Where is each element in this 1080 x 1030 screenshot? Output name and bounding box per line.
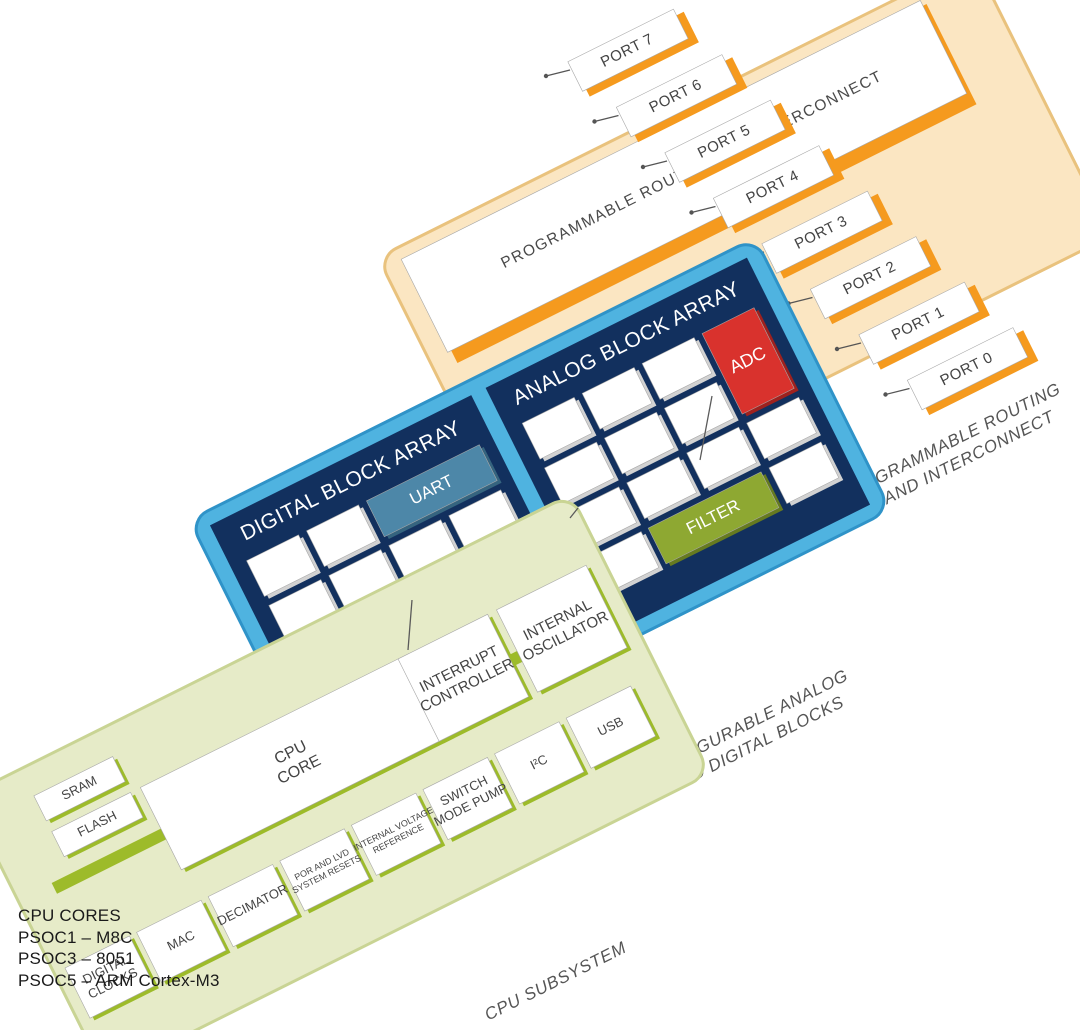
peripheral-block-6 (494, 721, 589, 807)
port-link (788, 296, 813, 305)
analog-cell (521, 397, 597, 462)
port-port-4: PORT 4 (712, 145, 845, 234)
port-link (642, 160, 668, 168)
analog-cell (686, 426, 761, 492)
cpu-core-psoc3: PSOC3 – 8051 (18, 949, 135, 968)
peripheral-label-6-line1: I²C (528, 751, 550, 772)
digital-cell (306, 504, 381, 569)
port-port-6: PORT 6 (615, 54, 748, 143)
digital-cell (246, 534, 321, 599)
flash-block (51, 791, 148, 859)
port-link (545, 69, 571, 77)
port-port-0: PORT 0 (906, 327, 1039, 416)
port-port-7: PORT 7 (567, 8, 699, 97)
peripheral-block-3 (279, 828, 374, 914)
peripheral-block-1 (136, 899, 231, 985)
port-link (594, 114, 619, 123)
port-link (836, 342, 862, 350)
section-link (407, 599, 413, 651)
uart-block (366, 444, 502, 539)
analog-cell (604, 411, 679, 477)
cpu-subsystem-section: CPUCOREFLASHSRAMINTERRUPTCONTROLLERINTER… (0, 499, 705, 1030)
port-port-3: PORT 3 (761, 190, 893, 279)
peripheral-block-5 (422, 757, 517, 842)
peripheral-block-4 (350, 792, 446, 878)
peripheral-block-0 (64, 935, 159, 1021)
cpu-cores-heading: CPU CORES (18, 906, 121, 925)
analog-cell (768, 441, 844, 506)
analog-cell (626, 456, 702, 521)
analog-cell (544, 441, 619, 507)
cpu-core-psoc1: PSOC1 – M8C (18, 927, 133, 947)
filter-block (647, 471, 784, 567)
port-link (691, 205, 716, 214)
analog-cell (746, 396, 821, 462)
peripheral-block-7 (565, 685, 661, 771)
analog-adc-block (701, 307, 799, 417)
section-link (699, 395, 713, 461)
cpu-caption: CPU SUBSYSTEM (482, 938, 630, 1025)
port-link (885, 387, 910, 396)
section-link (569, 507, 579, 519)
cpu-cores-list: CPU CORES PSOC1 – M8C PSOC3 – 8051 PSOC5… (18, 905, 220, 991)
sram-block (33, 756, 130, 824)
port-port-2: PORT 2 (809, 236, 942, 325)
analog-cell (641, 337, 717, 402)
cpu-core-psoc5: PSOC5 – ARM Cortex-M3 (18, 970, 220, 990)
analog-cell (581, 367, 657, 432)
analog-cell (664, 381, 739, 447)
peripheral-block-2 (207, 864, 303, 950)
internal-oscillator-block (496, 564, 632, 695)
interconnect-links (407, 395, 713, 651)
cpu-panel: CPUCOREFLASHSRAMINTERRUPTCONTROLLERINTER… (0, 499, 705, 1030)
cpu-caption-label: CPU SUBSYSTEM (482, 938, 630, 1025)
interrupt-controller-block (397, 613, 534, 744)
